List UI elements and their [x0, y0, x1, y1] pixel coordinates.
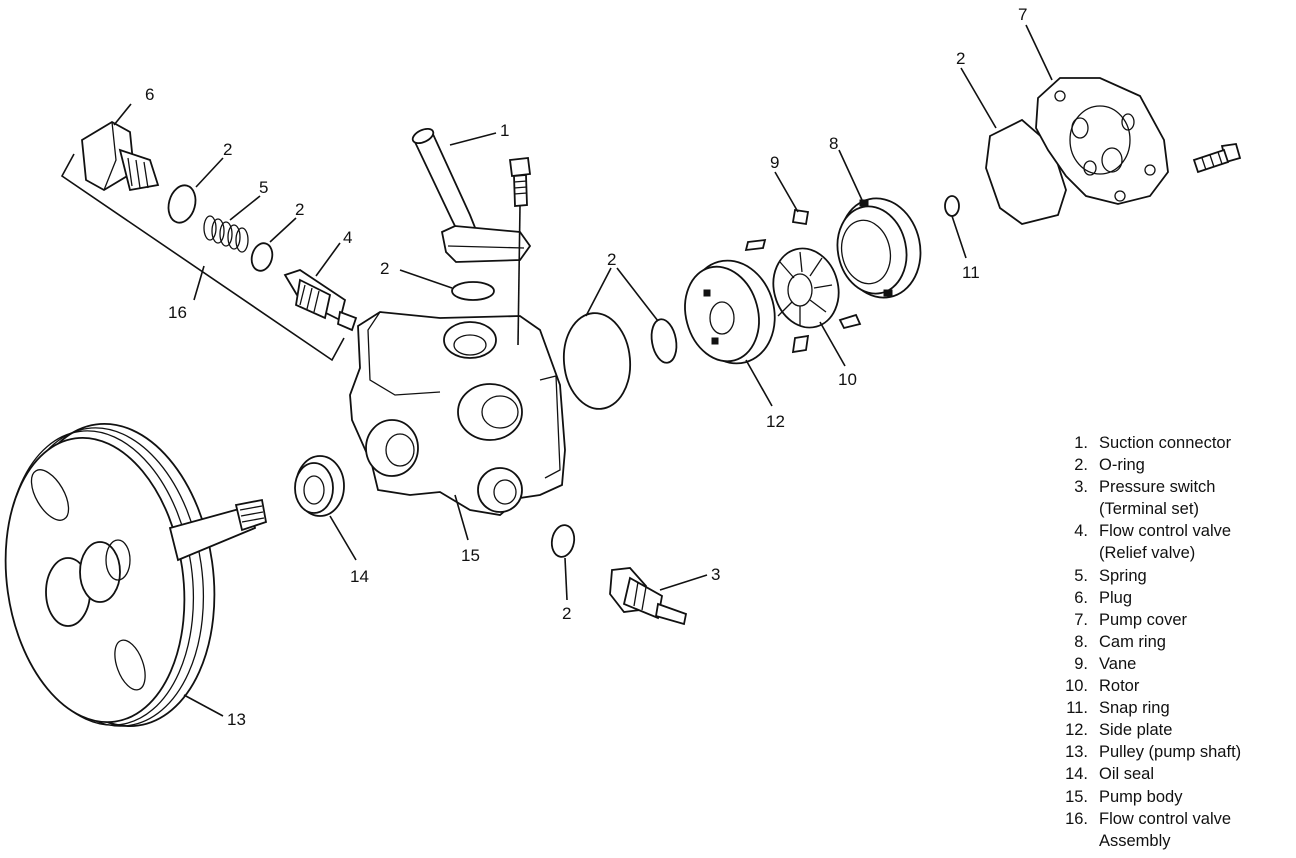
callout-2: 2 — [562, 604, 571, 623]
callout-14: 14 — [350, 567, 369, 586]
part-pump-body — [349, 311, 566, 516]
part-snap-ring — [944, 195, 960, 217]
assembly-bracket — [60, 153, 345, 362]
callout-16: 16 — [168, 303, 187, 322]
callout-2: 2 — [956, 49, 965, 68]
legend-item: 11.Snap ring — [1066, 699, 1170, 718]
callout-12: 12 — [766, 412, 785, 431]
part-oring-spring — [250, 242, 274, 272]
legend-item: 15.Pump body — [1065, 787, 1183, 806]
callout-11: 11 — [962, 263, 980, 282]
part-oring-lower — [550, 524, 576, 558]
callout-6: 6 — [145, 85, 154, 104]
legend-item: 16.Flow control valve — [1065, 809, 1232, 828]
callout-10: 10 — [838, 370, 857, 389]
part-vanes — [744, 208, 862, 354]
legend-item-continuation: (Terminal set) — [1099, 500, 1199, 519]
legend-item: 8.Cam ring — [1074, 632, 1166, 651]
parts-legend: 1.Suction connector 2.O-ring 3.Pressure … — [1055, 432, 1291, 852]
callout-2: 2 — [607, 250, 616, 269]
part-bolt-top — [508, 157, 532, 346]
part-bolt-right — [1192, 142, 1242, 174]
legend-item: 12.Side plate — [1065, 721, 1173, 740]
part-spring — [203, 215, 249, 253]
legend-item: 6.Plug — [1074, 588, 1133, 607]
legend-item: 5.Spring — [1074, 566, 1147, 585]
legend-item-continuation: Assembly — [1099, 831, 1171, 850]
part-suction-connector — [411, 127, 532, 263]
part-side-plate — [684, 259, 776, 365]
callout-13: 13 — [227, 710, 246, 729]
legend-item: 1.Suction connector — [1074, 434, 1232, 452]
part-pump-cover — [1035, 77, 1169, 205]
part-flow-control-valve — [283, 269, 358, 332]
callout-9: 9 — [770, 153, 779, 172]
legend-item: 9.Vane — [1074, 654, 1137, 673]
callout-7: 7 — [1018, 5, 1027, 24]
part-oring-connector — [451, 281, 495, 301]
part-oil-seal — [294, 455, 345, 517]
legend-item: 3.Pressure switch — [1074, 478, 1216, 497]
part-rotor — [772, 247, 840, 329]
part-plug — [81, 120, 160, 192]
callout-2: 2 — [295, 200, 304, 219]
legend-item: 7.Pump cover — [1074, 610, 1188, 629]
callout-2: 2 — [380, 259, 389, 278]
callout-1: 1 — [500, 121, 509, 140]
callout-15: 15 — [461, 546, 480, 565]
part-pulley — [4, 422, 268, 728]
part-cam-ring — [836, 197, 922, 299]
legend-item: 13.Pulley (pump shaft) — [1065, 743, 1242, 762]
legend-item: 10.Rotor — [1065, 677, 1140, 696]
legend-item: 14.Oil seal — [1065, 765, 1155, 784]
callout-8: 8 — [829, 134, 838, 153]
callout-labels: 1 2 2 2 2 2 2 3 4 5 6 7 8 9 10 11 12 13 … — [145, 5, 1027, 729]
legend-item-continuation: (Relief valve) — [1099, 544, 1196, 563]
part-oring-plug — [167, 184, 197, 224]
part-pressure-switch — [609, 567, 688, 626]
part-oring-small — [650, 318, 678, 364]
legend-item: 2.O-ring — [1074, 456, 1145, 475]
part-oring-large — [562, 312, 632, 410]
callout-4: 4 — [343, 228, 352, 247]
callout-5: 5 — [259, 178, 268, 197]
callout-2: 2 — [223, 140, 232, 159]
legend-item: 4.Flow control valve — [1074, 522, 1232, 541]
leader-lines — [113, 24, 1053, 717]
callout-3: 3 — [711, 565, 720, 584]
